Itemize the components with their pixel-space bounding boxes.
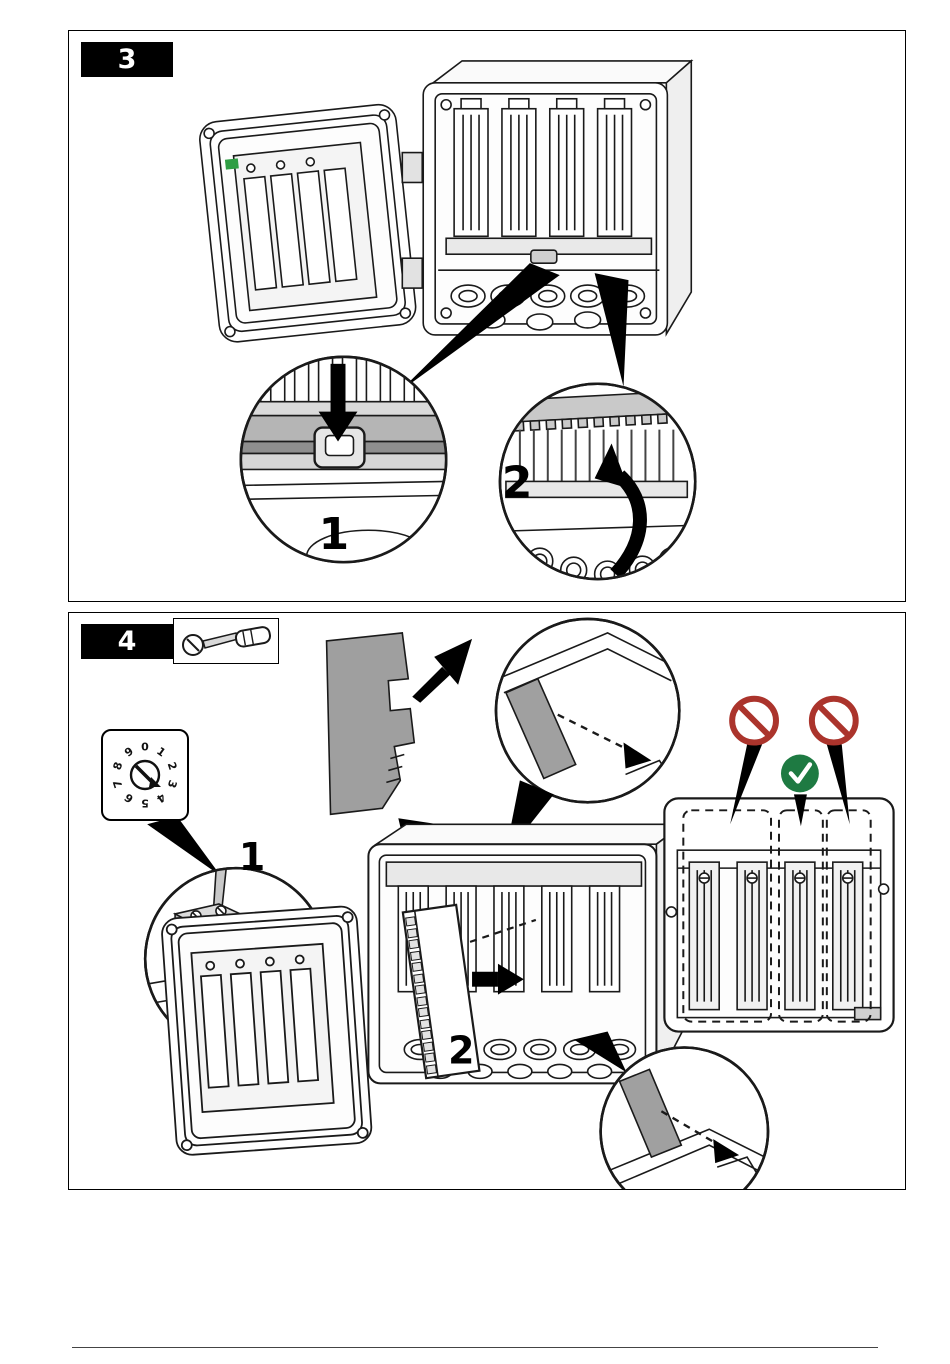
magnified-view-lift-up: 2	[498, 382, 697, 581]
card-cage	[453, 97, 633, 238]
footer-rule	[72, 1347, 878, 1348]
pointer-wedge-to-detail-2	[594, 273, 629, 387]
dial-digit: 8	[110, 760, 126, 772]
lift-up-arrow	[594, 443, 647, 579]
magnified-view-align-top	[494, 617, 681, 804]
press-down-arrow	[318, 363, 358, 442]
dial-digit: 3	[164, 777, 179, 790]
enclosure-body	[422, 59, 694, 337]
step-number-badge-3: 3	[81, 42, 173, 77]
figure-step-3: 3	[68, 30, 906, 602]
dial-digit: 1	[154, 744, 169, 760]
dial-digit: 7	[110, 777, 126, 790]
magnified-view-press-down: 1	[239, 355, 448, 564]
slot-cards	[688, 861, 864, 1011]
dial-digit: 2	[164, 760, 179, 772]
board-edge-shade	[618, 1068, 683, 1159]
dial-digit: 0	[141, 740, 149, 754]
pointer-wedge-from-dial	[147, 816, 221, 877]
insert-board-arrow	[472, 963, 524, 995]
rail-latch	[530, 249, 558, 264]
prohibited-icon-right	[808, 695, 859, 825]
flathead-screwdriver-icon	[182, 626, 272, 656]
dial-digit: 5	[141, 796, 149, 810]
enclosure-door	[161, 905, 373, 1156]
hinge	[401, 257, 424, 289]
hinge	[401, 151, 424, 184]
expansion-board	[401, 903, 481, 1080]
board-edge-shade	[504, 677, 577, 780]
connector-rail	[385, 861, 643, 887]
insert-direction-arrowhead	[623, 742, 652, 769]
ground-label	[224, 158, 239, 170]
figure4-illustration: 1	[143, 617, 895, 1189]
magnified-view-align-bottom	[599, 1046, 770, 1189]
callout-label-1: 1	[319, 509, 349, 560]
allowed-icon	[780, 754, 819, 827]
card-edge-detail	[325, 632, 473, 816]
slot-position-panel	[663, 797, 895, 1033]
remove-direction-arrow	[412, 638, 473, 703]
required-tool-box	[173, 618, 279, 664]
dial-digit: 6	[121, 790, 136, 806]
dial-digit: 4	[154, 790, 169, 806]
rotary-dial-screw-icon	[129, 759, 161, 791]
enclosure-door	[199, 103, 417, 343]
dial-digit: 9	[121, 744, 136, 760]
step-number-badge-4: 4	[81, 624, 173, 659]
pointer-wedge-to-detail-1	[399, 263, 560, 392]
callout-label-1: 1	[239, 835, 265, 879]
callout-label-2: 2	[502, 457, 533, 508]
insert-direction-arrowhead	[713, 1139, 740, 1164]
figure3-illustration: 1	[199, 59, 697, 581]
callout-label-2: 2	[448, 1028, 474, 1072]
pointer-wedge-to-bottom-circle	[573, 1031, 627, 1073]
prohibited-icon-left	[729, 695, 779, 825]
